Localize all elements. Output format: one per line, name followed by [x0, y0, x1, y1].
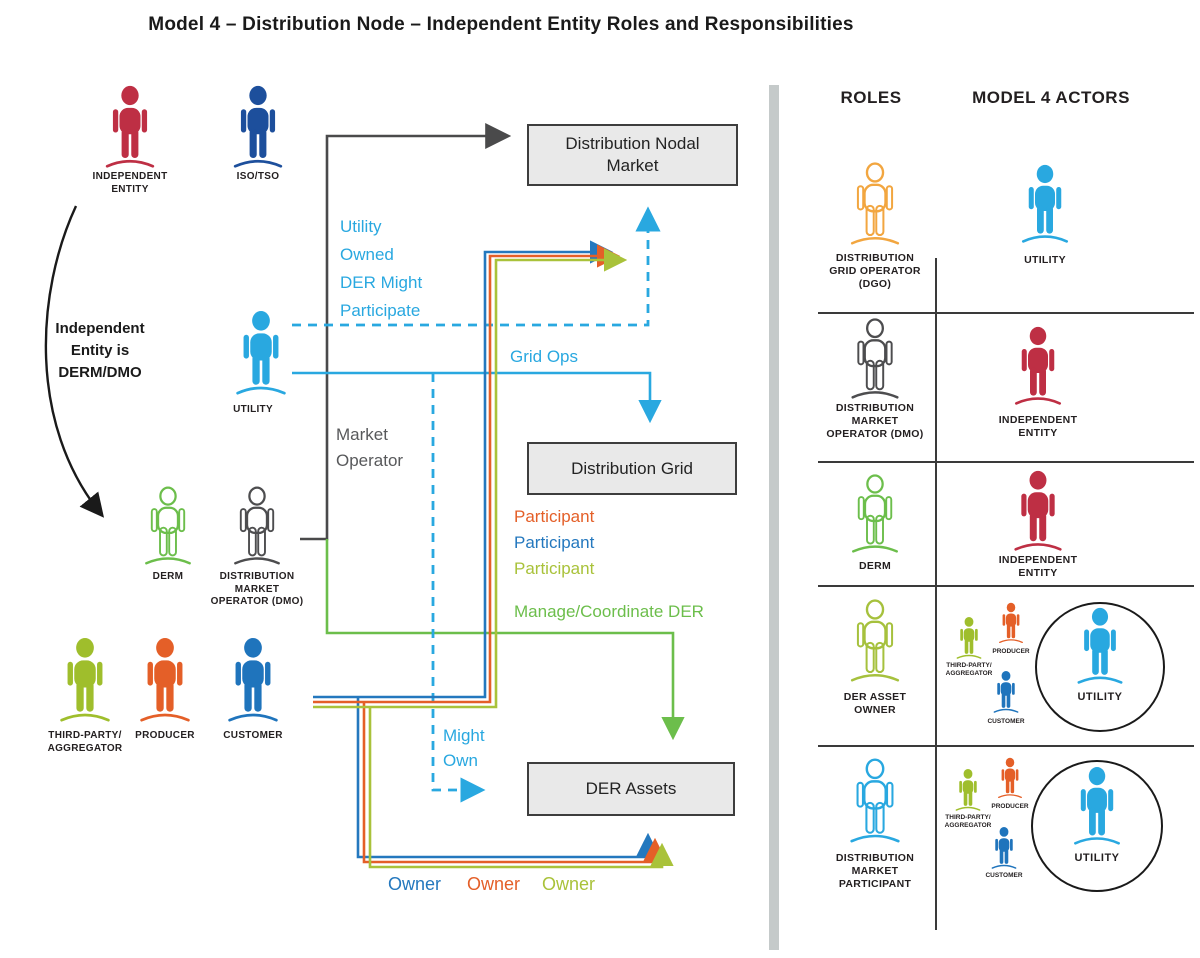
- aggregator-participant-line: [313, 248, 628, 709]
- row4-customer-mini-icon: [992, 670, 1020, 714]
- model4-actors-header: MODEL 4 ACTORS: [972, 88, 1130, 107]
- aggregator-owner-line: [368, 707, 674, 869]
- derm-label: DERM: [152, 571, 184, 582]
- independent-entity-person-icon: [102, 85, 158, 169]
- utility-person-icon: [233, 310, 289, 396]
- owner-blue-annotation: Owner: [388, 874, 442, 894]
- row4-third-party-mini-icon: [955, 616, 983, 660]
- manage-coordinate-der-line: [325, 539, 685, 741]
- market-operator-annotation: Market Operator: [336, 425, 404, 470]
- distribution-market-participant-role-person-icon: [847, 758, 903, 844]
- independent-entity-curved-arrow: [44, 205, 105, 518]
- row4-third-party-mini-label: THIRD-PARTY/AGGREGATOR: [945, 662, 993, 677]
- manage-coordinate-der-annotation: Manage/Coordinate DER: [514, 602, 704, 621]
- dgo-role-person-icon: [847, 162, 903, 246]
- derm-role-label: DERM: [858, 560, 892, 572]
- row4-circled-utility-person-icon: [1074, 607, 1126, 685]
- row5-circled-utility-label: UTILITY: [1074, 852, 1120, 864]
- grid-ops-line: [292, 371, 662, 424]
- third-party-aggregator-person-icon: [57, 637, 113, 723]
- page-title: Model 4 – Distribution Node – Independen…: [148, 14, 854, 35]
- owner-orange-annotation: Owner: [467, 874, 521, 894]
- legend-row-divider-1: [818, 312, 1194, 314]
- derm-role-person-icon: [848, 474, 902, 554]
- legend-row-divider-4: [818, 745, 1194, 747]
- row5-third-party-mini-label: THIRD-PARTY/AGGREGATOR: [944, 814, 992, 829]
- row5-producer-mini-icon: [997, 757, 1024, 799]
- roles-header: ROLES: [840, 88, 902, 107]
- distribution-grid-box: Distribution Grid: [527, 442, 737, 495]
- might-own-dashed-line: [431, 373, 486, 803]
- row3-independent-entity-person-icon: [1011, 470, 1065, 552]
- producer-label: PRODUCER: [135, 730, 195, 741]
- der-assets-box: DER Assets: [527, 762, 735, 816]
- owner-green-annotation: Owner: [542, 874, 596, 894]
- customer-person-icon: [225, 637, 281, 723]
- panel-divider: [769, 85, 779, 950]
- grid-ops-annotation: Grid Ops: [510, 347, 579, 366]
- row4-producer-mini-label: PRODUCER: [992, 648, 1030, 655]
- dmo-role-person-icon: [848, 318, 902, 400]
- third-party-aggregator-label: THIRD-PARTY/AGGREGATOR: [47, 730, 123, 754]
- row5-utility-circle: [1031, 760, 1163, 892]
- dmo-person-icon: [231, 486, 283, 566]
- participant-blue-annotation: Participant: [514, 533, 595, 552]
- participant-orange-annotation: Participant: [514, 507, 595, 526]
- derm-person-icon: [142, 486, 194, 566]
- legend-row-divider-3: [818, 585, 1194, 587]
- row5-circled-utility-person-icon: [1071, 766, 1123, 846]
- customer-participant-line: [313, 240, 614, 699]
- der-asset-owner-role-person-icon: [847, 599, 903, 683]
- row1-utility-person-icon: [1018, 164, 1072, 244]
- row4-utility-circle: [1035, 602, 1165, 732]
- row2-independent-entity-person-icon: [1011, 326, 1065, 406]
- producer-participant-line: [313, 244, 621, 704]
- row5-customer-mini-label: CUSTOMER: [985, 872, 1023, 879]
- row5-customer-mini-icon: [990, 826, 1018, 870]
- utility-owned-annotation: Utility Owned DER Might Participate: [340, 217, 423, 320]
- row5-third-party-mini-icon: [954, 768, 982, 812]
- row4-customer-mini-label: CUSTOMER: [987, 718, 1025, 725]
- utility-owned-dashed-line: [292, 206, 661, 327]
- row4-circled-utility-label: UTILITY: [1077, 691, 1123, 703]
- customer-label: CUSTOMER: [223, 730, 283, 741]
- participant-green-annotation: Participant: [514, 559, 595, 578]
- row5-producer-mini-label: PRODUCER: [991, 803, 1029, 810]
- legend-column-divider: [935, 258, 937, 930]
- iso-tso-person-icon: [230, 85, 286, 169]
- utility-label: UTILITY: [233, 404, 273, 415]
- row4-producer-mini-icon: [998, 602, 1025, 644]
- dmo-to-nodal-market-line: [300, 123, 512, 541]
- row1-utility-label: UTILITY: [1024, 254, 1066, 266]
- legend-row-divider-2: [818, 461, 1194, 463]
- might-own-annotation: Might Own: [443, 726, 485, 770]
- iso-tso-label: ISO/TSO: [236, 171, 280, 182]
- producer-person-icon: [137, 637, 193, 723]
